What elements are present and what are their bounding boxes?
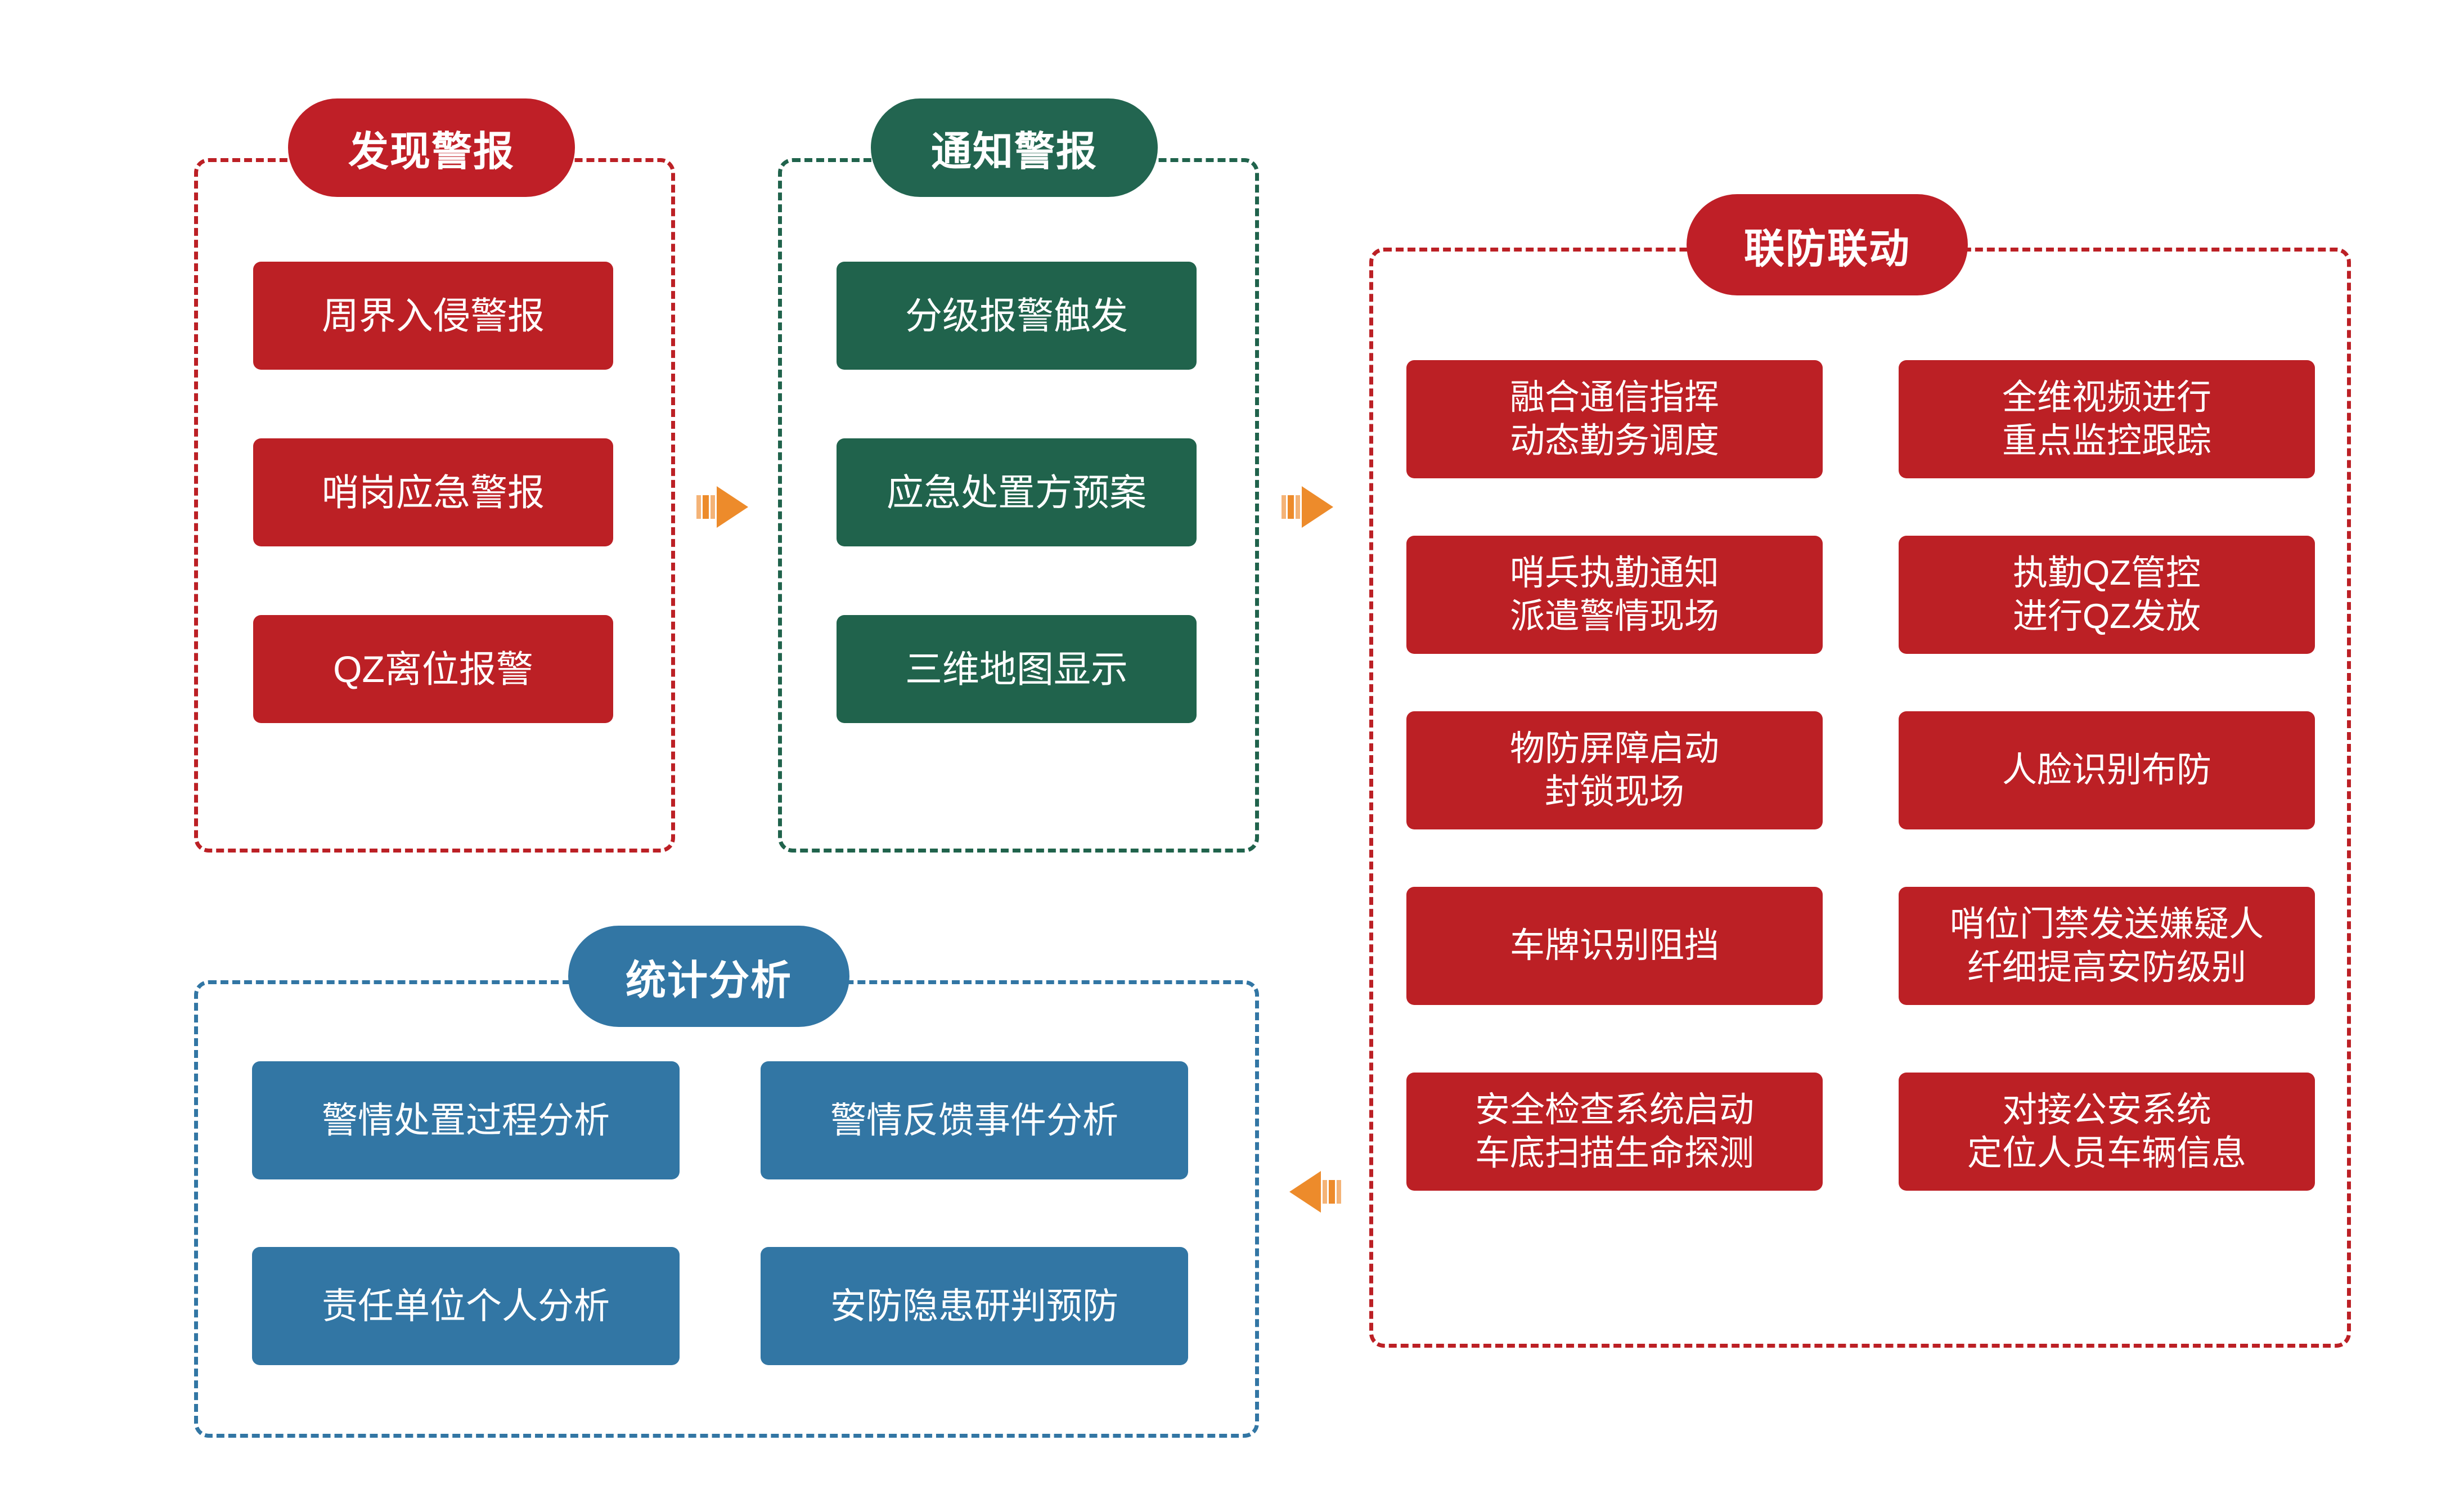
item-box-alarm-handling-process-analysis[interactable]: 警情处置过程分析 <box>252 1061 680 1179</box>
arrow-right-icon <box>1282 486 1333 528</box>
item-box-emergency-response-plan[interactable]: 应急处置方预案 <box>837 438 1197 546</box>
group-statistics-analysis <box>194 980 1259 1438</box>
arrow-discover-to-notify <box>696 483 750 531</box>
item-box-post-emergency-alarm[interactable]: 哨岗应急警报 <box>253 438 613 546</box>
group-header-statistics-analysis[interactable]: 统计分析 <box>568 926 849 1027</box>
item-box-license-plate-blocking[interactable]: 车牌识别阻挡 <box>1406 887 1823 1005</box>
item-box-alarm-feedback-event-analysis[interactable]: 警情反馈事件分析 <box>761 1061 1188 1179</box>
item-box-post-access-suspect-push[interactable]: 哨位门禁发送嫌疑人 纤细提高安防级别 <box>1899 887 2315 1005</box>
item-box-face-recognition-deployment[interactable]: 人脸识别布防 <box>1899 711 2315 829</box>
item-box-qz-offpost-alarm[interactable]: QZ离位报警 <box>253 615 613 723</box>
item-box-responsible-unit-person-analysis[interactable]: 责任单位个人分析 <box>252 1247 680 1365</box>
arrow-notify-to-joint <box>1282 483 1336 531</box>
arrow-left-icon <box>1289 1171 1341 1213</box>
item-box-security-risk-prevention[interactable]: 安防隐患研判预防 <box>761 1247 1188 1365</box>
item-box-duty-qz-control[interactable]: 执勤QZ管控 进行QZ发放 <box>1899 536 2315 654</box>
item-box-graded-alarm-trigger[interactable]: 分级报警触发 <box>837 262 1197 370</box>
item-box-public-security-integration[interactable]: 对接公安系统 定位人员车辆信息 <box>1899 1073 2315 1191</box>
group-header-discover-alarm[interactable]: 发现警报 <box>288 98 575 197</box>
item-box-sentry-duty-notice[interactable]: 哨兵执勤通知 派遣警情现场 <box>1406 536 1823 654</box>
item-box-full-dimension-video[interactable]: 全维视频进行 重点监控跟踪 <box>1899 360 2315 478</box>
item-box-3d-map-display[interactable]: 三维地图显示 <box>837 615 1197 723</box>
item-box-integrated-comms-command[interactable]: 融合通信指挥 动态勤务调度 <box>1406 360 1823 478</box>
item-box-physical-barrier-activation[interactable]: 物防屏障启动 封锁现场 <box>1406 711 1823 829</box>
group-header-joint-defense[interactable]: 联防联动 <box>1687 194 1968 295</box>
arrow-joint-to-statistics <box>1287 1168 1341 1216</box>
arrow-right-icon <box>696 486 748 528</box>
item-box-security-check-system[interactable]: 安全检查系统启动 车底扫描生命探测 <box>1406 1073 1823 1191</box>
item-box-perimeter-intrusion-alarm[interactable]: 周界入侵警报 <box>253 262 613 370</box>
group-header-notify-alarm[interactable]: 通知警报 <box>871 98 1158 197</box>
